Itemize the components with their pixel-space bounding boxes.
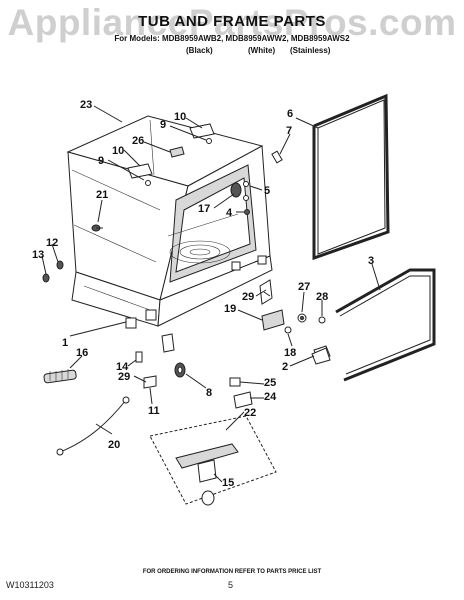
wire-20 bbox=[56, 396, 130, 456]
parts-24-25 bbox=[229, 377, 253, 409]
callout-1: 1 bbox=[62, 337, 68, 349]
callout-5: 5 bbox=[264, 185, 270, 197]
page-title: TUB AND FRAME PARTS bbox=[138, 13, 326, 30]
door-gasket-6 bbox=[312, 93, 390, 261]
callout-12: 12 bbox=[46, 237, 58, 249]
callout-10a: 10 bbox=[174, 111, 186, 123]
callout-16: 16 bbox=[76, 347, 88, 359]
callout-10b: 10 bbox=[112, 145, 124, 157]
leader-lines bbox=[41, 105, 381, 483]
front-hardware bbox=[135, 333, 186, 389]
side-screw bbox=[91, 224, 103, 232]
callout-9a: 9 bbox=[160, 119, 166, 131]
vent-parts bbox=[230, 181, 250, 215]
callout-15: 15 bbox=[222, 477, 234, 489]
callout-2: 2 bbox=[282, 361, 288, 373]
model-list: For Models: MDB8959AWB2, MDB8959AWW2, MD… bbox=[114, 34, 350, 43]
callout-11: 11 bbox=[148, 405, 160, 417]
tub-gasket-3 bbox=[335, 268, 436, 382]
callout-24: 24 bbox=[264, 391, 277, 403]
callout-29a: 29 bbox=[242, 291, 254, 303]
callout-17: 17 bbox=[198, 203, 210, 215]
inset-box-22 bbox=[149, 415, 277, 506]
finish-black: (Black) bbox=[186, 46, 213, 55]
document-number: W10311203 bbox=[6, 580, 54, 590]
callout-26: 26 bbox=[132, 135, 144, 147]
callout-14: 14 bbox=[116, 361, 129, 373]
callout-25: 25 bbox=[264, 377, 276, 389]
callout-27: 27 bbox=[298, 281, 310, 293]
callout-labels: 23 10 9 26 10 9 21 12 13 6 7 5 17 4 3 29… bbox=[32, 99, 374, 489]
callout-4: 4 bbox=[226, 207, 233, 219]
page-number: 5 bbox=[228, 580, 234, 590]
callout-19: 19 bbox=[224, 303, 236, 315]
callout-22: 22 bbox=[244, 407, 256, 419]
watermark: AppliancePartsPros.com bbox=[7, 2, 457, 43]
callout-18: 18 bbox=[284, 347, 296, 359]
screw-7 bbox=[271, 150, 283, 164]
callout-3: 3 bbox=[368, 255, 374, 267]
callout-9b: 9 bbox=[98, 155, 104, 167]
callout-20: 20 bbox=[108, 439, 120, 451]
callout-13: 13 bbox=[32, 249, 44, 261]
hose-16 bbox=[43, 369, 77, 384]
callout-21: 21 bbox=[96, 189, 108, 201]
ordering-note: FOR ORDERING INFORMATION REFER TO PARTS … bbox=[142, 569, 322, 575]
screws-12-13 bbox=[42, 260, 64, 283]
part-2 bbox=[311, 347, 331, 365]
callout-6: 6 bbox=[287, 108, 293, 120]
callout-8: 8 bbox=[206, 387, 212, 399]
callout-29b: 29 bbox=[118, 371, 130, 383]
finish-stainless: (Stainless) bbox=[290, 46, 331, 55]
callout-23: 23 bbox=[80, 99, 92, 111]
tub-assembly bbox=[66, 115, 273, 329]
callout-28: 28 bbox=[316, 291, 328, 303]
finish-white: (White) bbox=[248, 46, 276, 55]
callout-7: 7 bbox=[286, 125, 292, 137]
